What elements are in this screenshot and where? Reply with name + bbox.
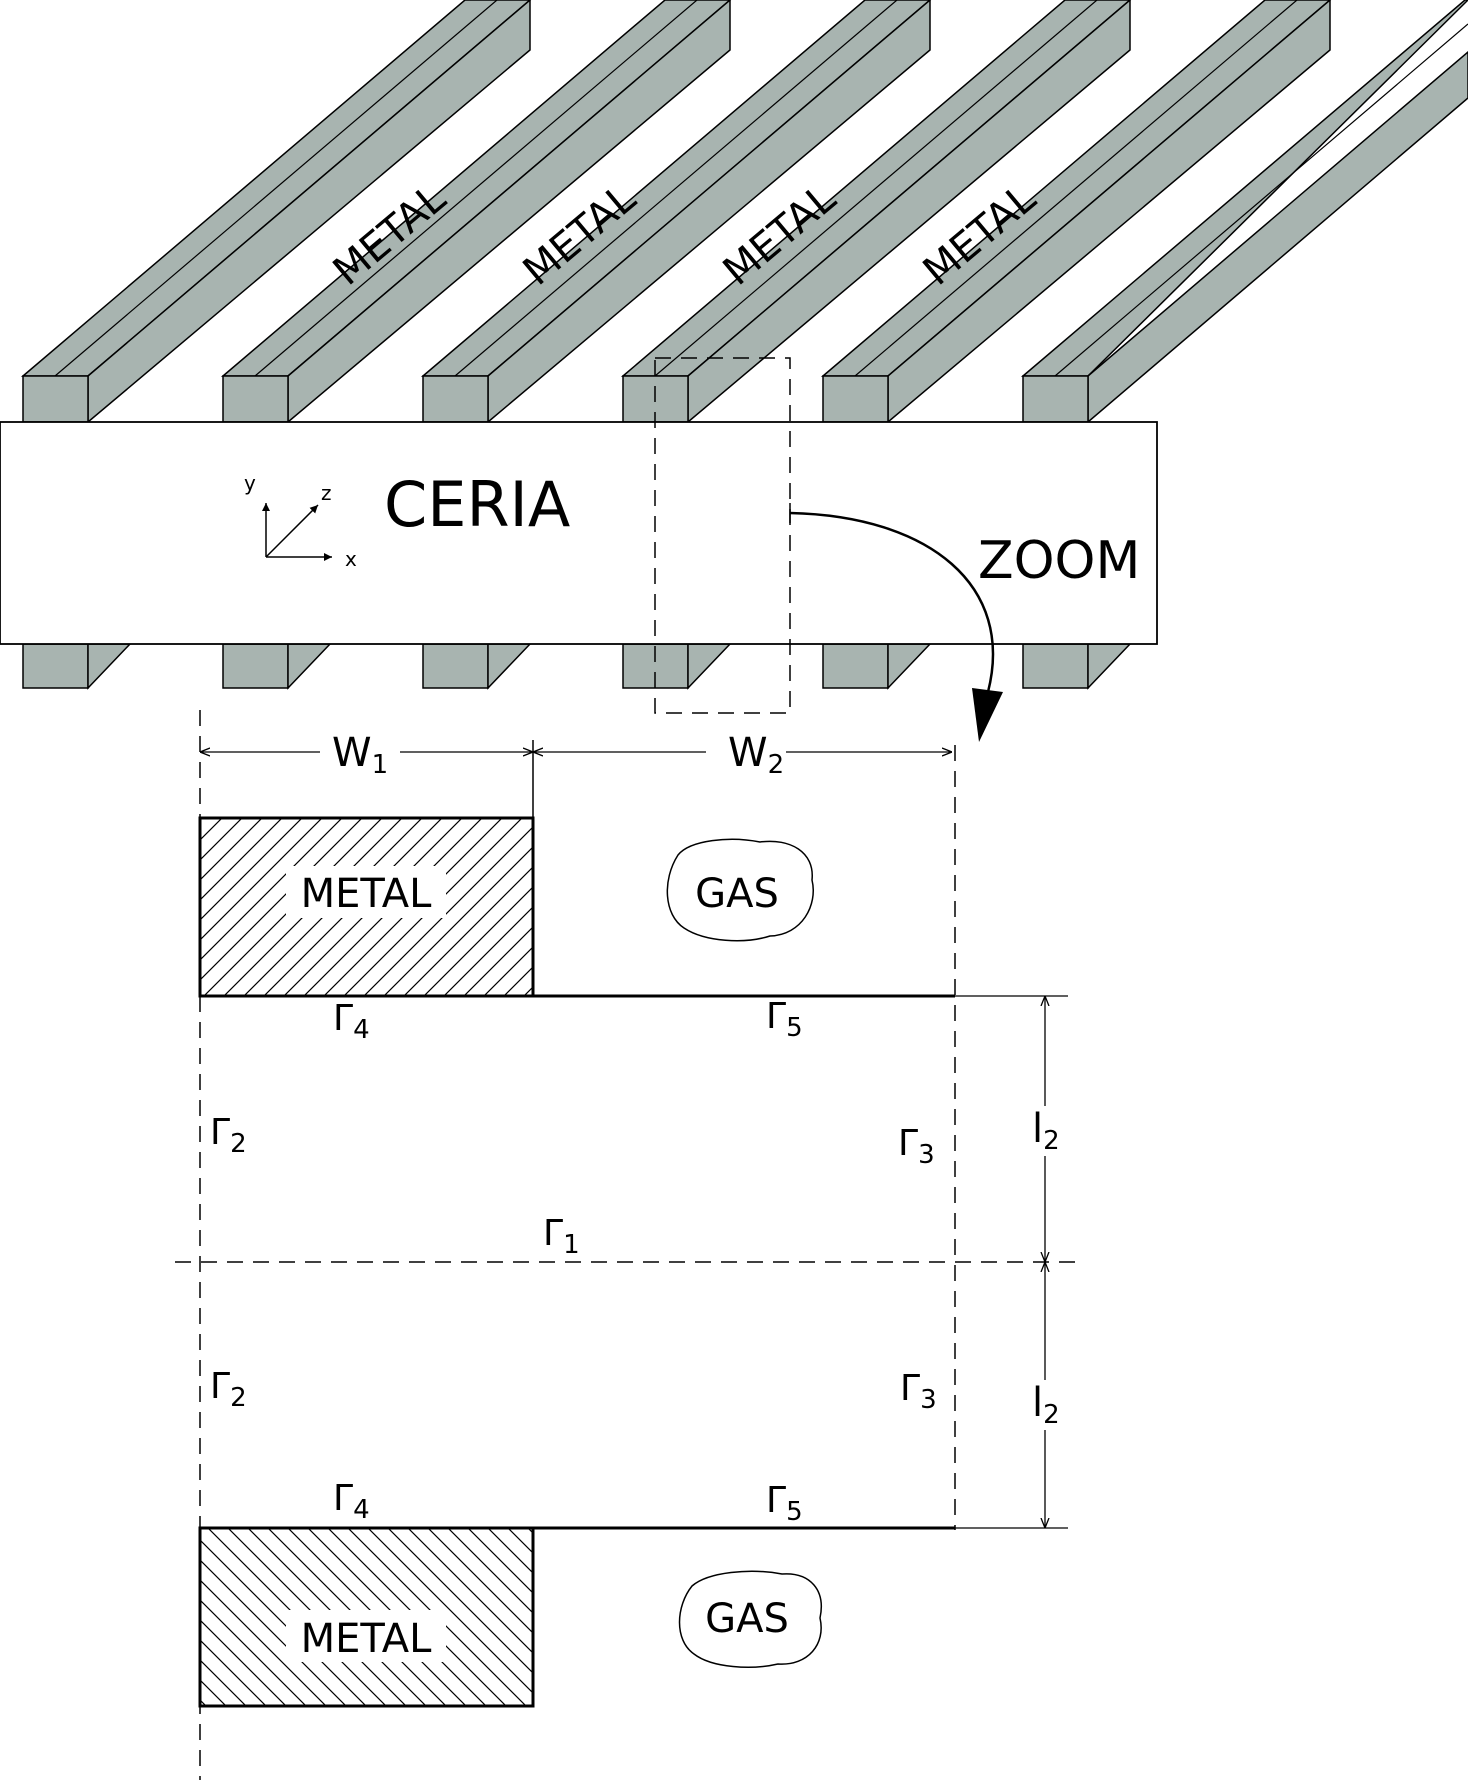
gas-cloud-top (666, 838, 814, 942)
metal-strip (1020, 0, 1468, 424)
axis-y-label: y (244, 471, 256, 495)
metal-strip (20, 0, 532, 424)
metal-label-bottom: METAL (301, 1616, 432, 1662)
l2-label-bottom: l2 (1032, 1380, 1060, 1430)
ceria-slab (0, 421, 1158, 645)
height-dimensions: l2 l2 (955, 995, 1068, 1529)
gas-label-bottom: GAS (705, 1596, 789, 1642)
ceria-label: CERIA (384, 468, 570, 541)
zoom-arrow (789, 503, 1003, 742)
metal-strip (420, 0, 932, 424)
gamma2-label-top: Γ2 (210, 1112, 247, 1159)
l2-label-top: l2 (1032, 1106, 1060, 1156)
w2-label: W2 (728, 730, 784, 780)
gamma4-label-top: Γ4 (333, 998, 370, 1045)
gamma3-label-top: Γ3 (898, 1123, 935, 1170)
boundary-labels: Γ4 Γ5 Γ2 Γ3 Γ1 Γ2 Γ3 Γ4 Γ5 (210, 996, 937, 1527)
w1-label: W1 (332, 730, 388, 780)
metal-strip (620, 0, 1132, 424)
metal-strip (820, 0, 1332, 424)
width-dimensions: W1 W2 (200, 730, 952, 818)
gamma1-label: Γ1 (543, 1213, 580, 1260)
gamma5-label-bottom: Γ5 (766, 1480, 803, 1527)
axis-x-label: x (345, 547, 357, 571)
zoom-label: ZOOM (978, 531, 1140, 591)
gamma4-label-bottom: Γ4 (333, 1478, 370, 1525)
gamma2-label-bottom: Γ2 (210, 1366, 247, 1413)
axis-z-label: z (321, 481, 332, 505)
gamma5-label-top: Γ5 (766, 996, 803, 1043)
zoom-region (654, 357, 791, 714)
metal-strip (220, 0, 732, 424)
gas-label-top: GAS (695, 871, 779, 917)
gas-cloud-bottom (678, 1570, 822, 1668)
gamma3-label-bottom: Γ3 (900, 1368, 937, 1415)
lower-metal-strips (22, 643, 1132, 690)
axes-icon: y z x (244, 471, 357, 571)
metal-strips (20, 0, 1468, 424)
metal-label-top: METAL (301, 871, 432, 917)
